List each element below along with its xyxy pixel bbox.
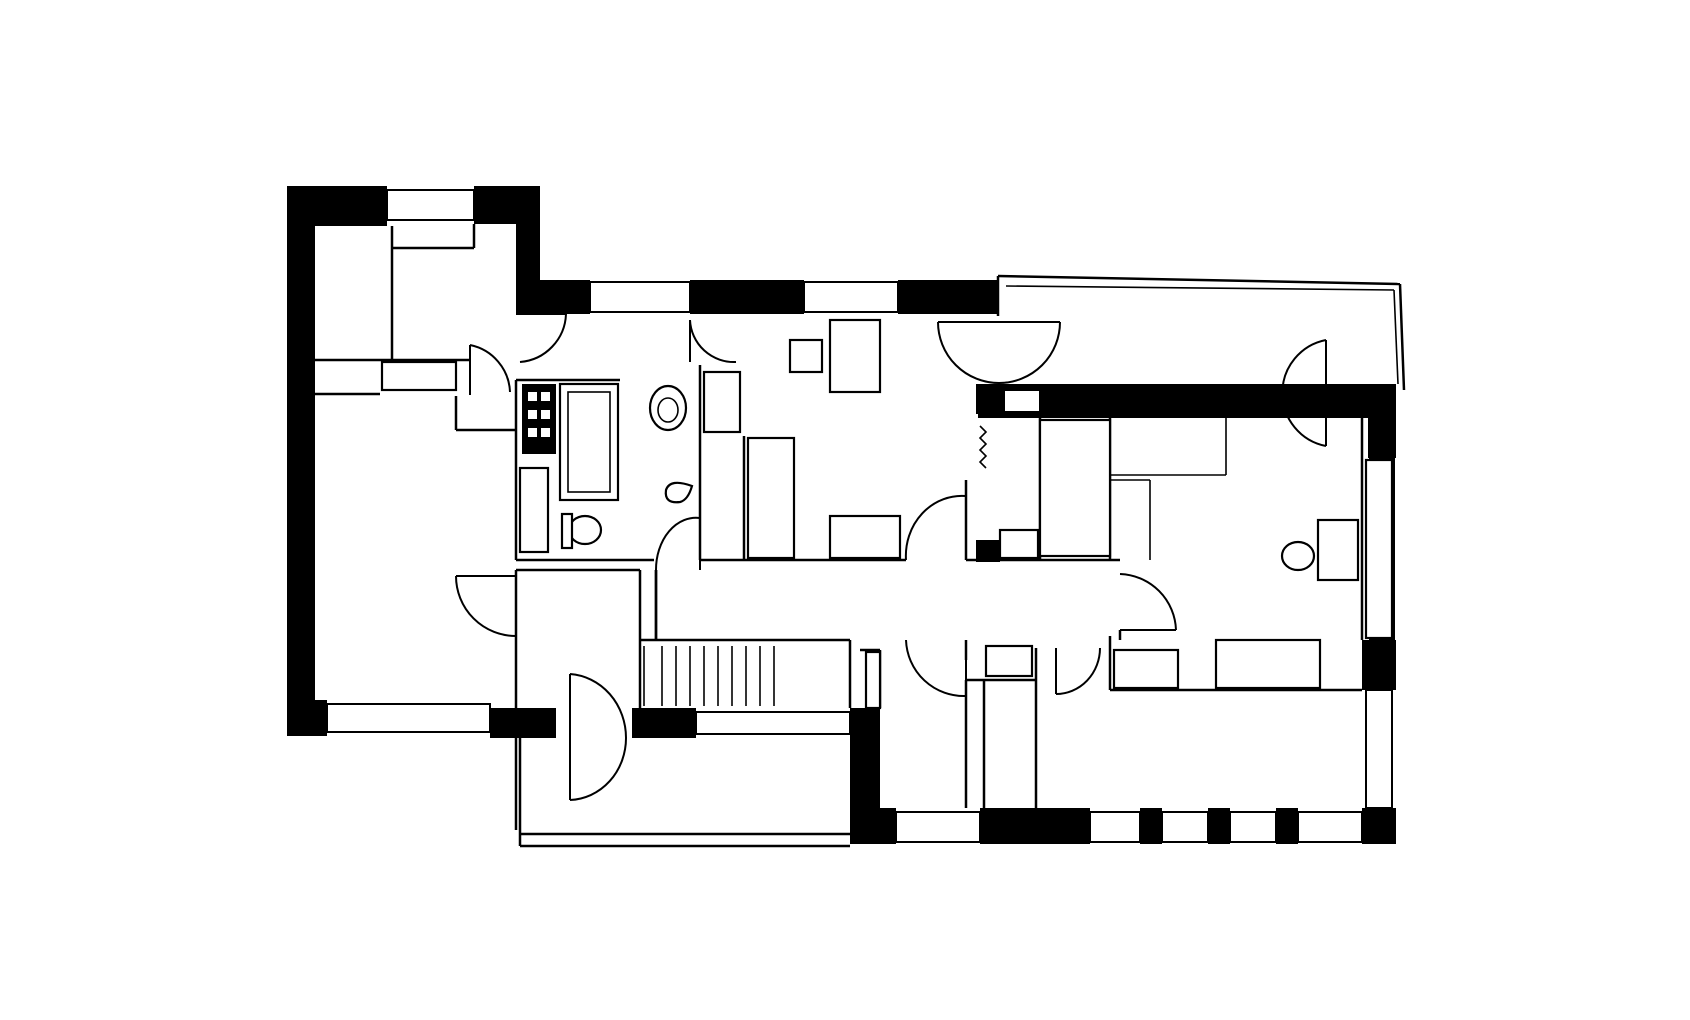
washbasin [648,384,688,432]
stove [522,384,556,454]
fixtures [518,318,1394,710]
radiator [978,425,988,469]
bathtub [558,382,620,502]
toilet [567,514,603,546]
door-swings [455,313,1327,801]
bidet [664,481,694,504]
